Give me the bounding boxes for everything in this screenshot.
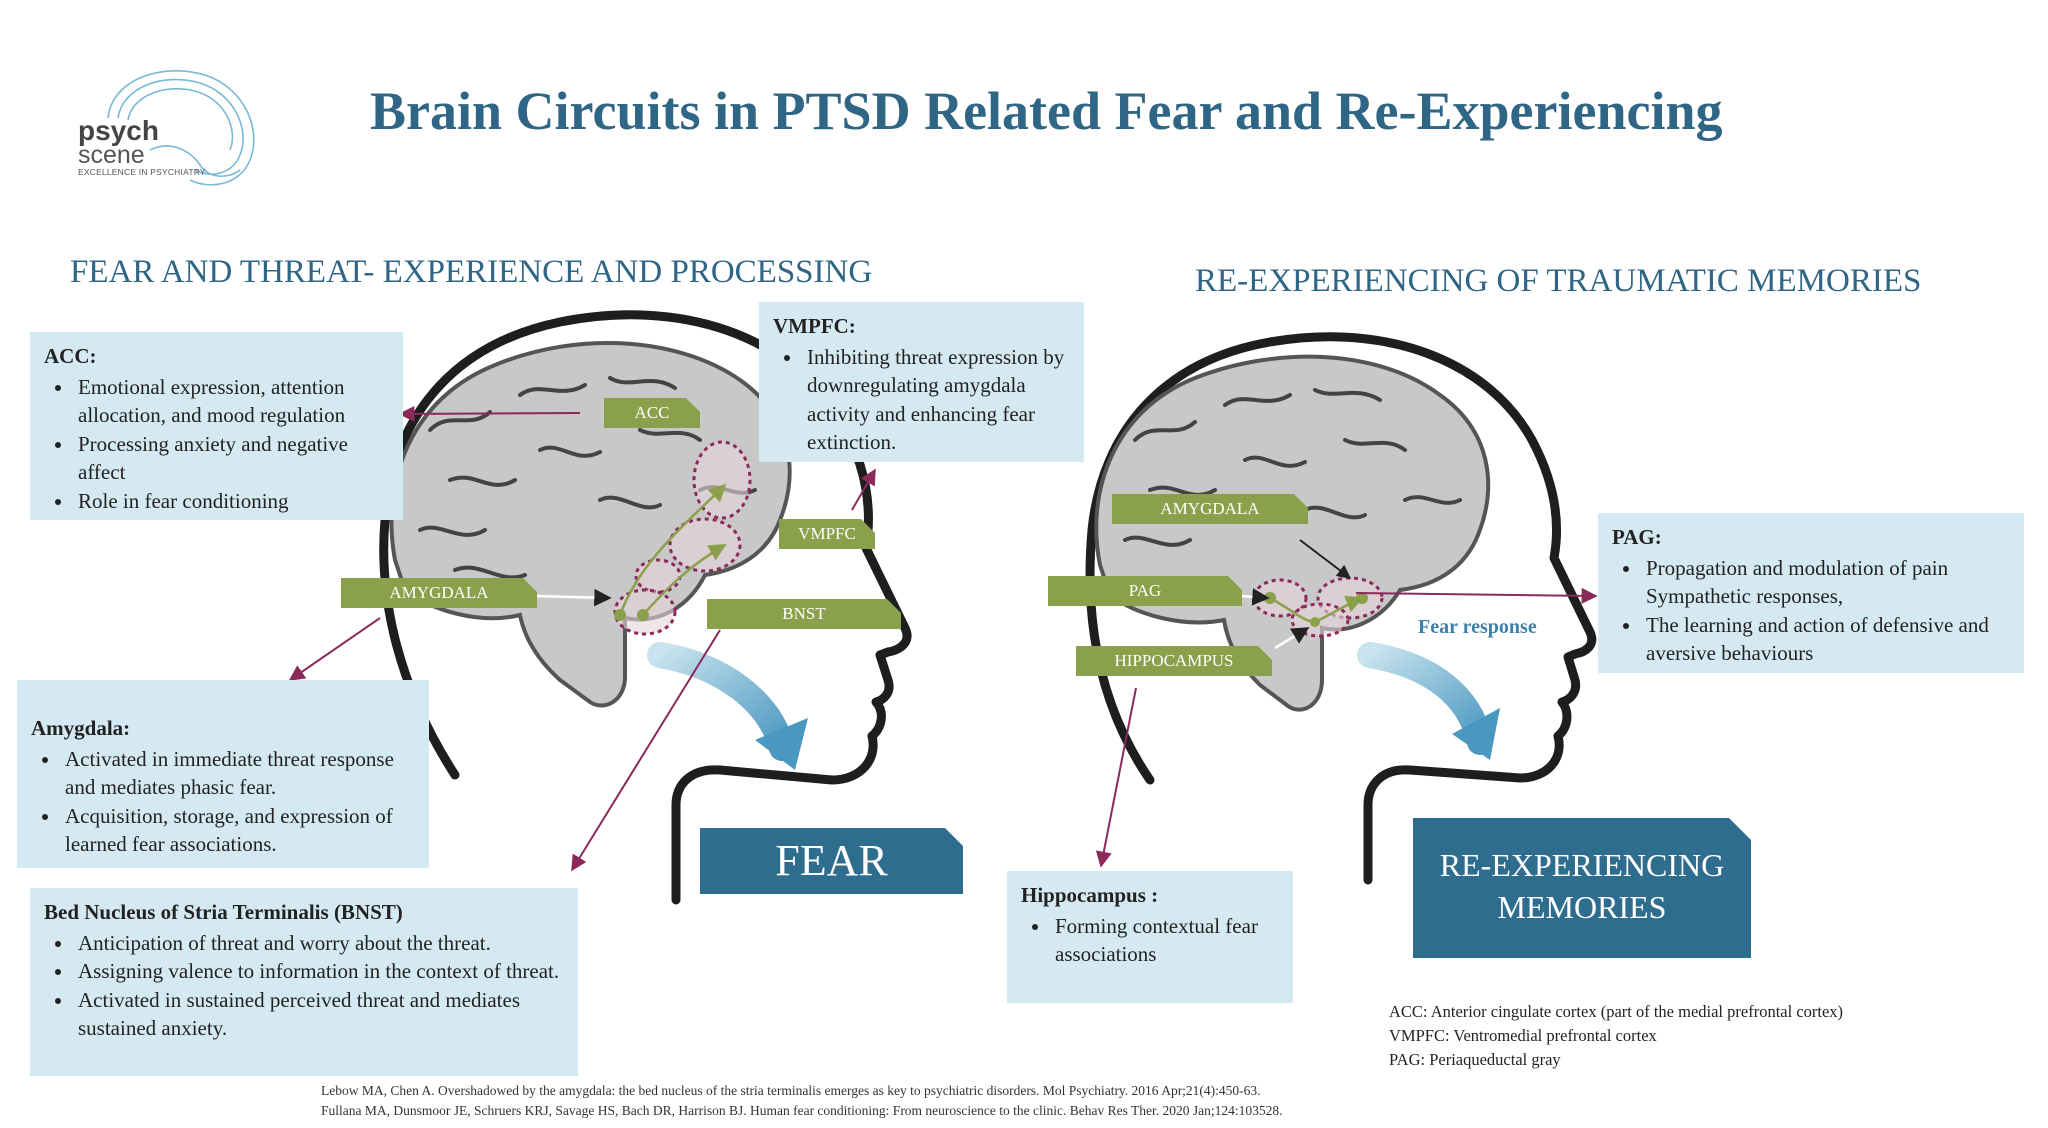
bnst-info-box: Bed Nucleus of Stria Terminalis (BNST) A…	[30, 888, 578, 1076]
re-experiencing-outcome-box: RE-EXPERIENCING MEMORIES	[1413, 818, 1751, 958]
pag-heading: PAG:	[1612, 525, 1662, 549]
bnst-item: Assigning valence to information in the …	[74, 957, 564, 986]
tag-amygdala-left: AMYGDALA	[341, 578, 537, 608]
abbreviation-acc: ACC: Anterior cingulate cortex (part of …	[1389, 1002, 1844, 1021]
logo-word-scene: scene	[78, 141, 145, 169]
pag-info-box: PAG: Propagation and modulation of pain …	[1598, 513, 2024, 673]
pag-item: Propagation and modulation of pain Sympa…	[1642, 554, 2010, 611]
logo-tagline: EXCELLENCE IN PSYCHIATRY	[78, 167, 206, 177]
acc-info-box: ACC: Emotional expression, attention all…	[30, 332, 403, 520]
logo-word-psych: psych	[78, 115, 159, 146]
vmpfc-item: Inhibiting threat expression by downregu…	[803, 343, 1070, 457]
fear-outcome-box: FEAR	[700, 828, 963, 894]
tag-bnst: BNST	[707, 599, 901, 629]
acc-item: Role in fear conditioning	[74, 487, 389, 516]
amygdala-info-box: Amygdala: Activated in immediate threat …	[17, 680, 429, 868]
left-brain	[389, 341, 792, 708]
vmpfc-heading: VMPFC:	[773, 314, 856, 338]
references: Lebow MA, Chen A. Overshadowed by the am…	[321, 1081, 1282, 1121]
right-section-title: RE-EXPERIENCING OF TRAUMATIC MEMORIES	[1195, 263, 1922, 299]
fear-response-label: Fear response	[1418, 616, 1537, 638]
tag-vmpfc: VMPFC	[779, 519, 875, 549]
tag-amygdala-right: AMYGDALA	[1112, 494, 1308, 524]
hippocampus-item: Forming contextual fear associations	[1051, 912, 1279, 969]
bnst-item: Anticipation of threat and worry about t…	[74, 929, 564, 958]
reference-1: Lebow MA, Chen A. Overshadowed by the am…	[321, 1083, 1261, 1098]
tag-hippocampus: HIPPOCAMPUS	[1076, 646, 1272, 676]
logo-swirl	[107, 70, 255, 186]
left-section-title: FEAR AND THREAT- EXPERIENCE AND PROCESSI…	[70, 254, 873, 290]
re-experiencing-line1: RE-EXPERIENCING	[1439, 847, 1725, 883]
psych-scene-logo: psych scene EXCELLENCE IN PSYCHIATRY	[78, 115, 206, 178]
amygdala-item: Acquisition, storage, and expression of …	[61, 802, 415, 859]
hippocampus-heading: Hippocampus :	[1021, 883, 1159, 907]
reference-2: Fullana MA, Dunsmoor JE, Schruers KRJ, S…	[321, 1103, 1283, 1118]
acc-item: Processing anxiety and negative affect	[74, 430, 389, 487]
bnst-heading: Bed Nucleus of Stria Terminalis (BNST)	[44, 900, 403, 924]
left-fear-flow-arrow	[647, 642, 795, 761]
pag-item: The learning and action of defensive and…	[1642, 611, 2010, 668]
amygdala-item: Activated in immediate threat response a…	[61, 745, 415, 802]
abbreviations-legend: ACC: Anterior cingulate cortex (part of …	[1389, 1000, 1843, 1072]
bnst-item: Activated in sustained perceived threat …	[74, 986, 564, 1043]
hippocampus-info-box: Hippocampus : Forming contextual fear as…	[1007, 871, 1293, 1003]
right-brain	[1094, 354, 1491, 712]
tag-pag: PAG	[1048, 576, 1242, 606]
tag-acc: ACC	[604, 398, 700, 428]
abbreviation-vmpfc: VMPFC: Ventromedial prefrontal cortex	[1389, 1026, 1657, 1045]
re-experiencing-line2: MEMORIES	[1497, 889, 1667, 925]
acc-heading: ACC:	[44, 344, 97, 368]
vmpfc-info-box: VMPFC: Inhibiting threat expression by d…	[759, 302, 1084, 462]
page-title: Brain Circuits in PTSD Related Fear and …	[370, 81, 1723, 141]
abbreviation-pag: PAG: Periaqueductal gray	[1389, 1050, 1561, 1069]
amygdala-heading: Amygdala:	[31, 716, 131, 740]
acc-item: Emotional expression, attention allocati…	[74, 373, 389, 430]
